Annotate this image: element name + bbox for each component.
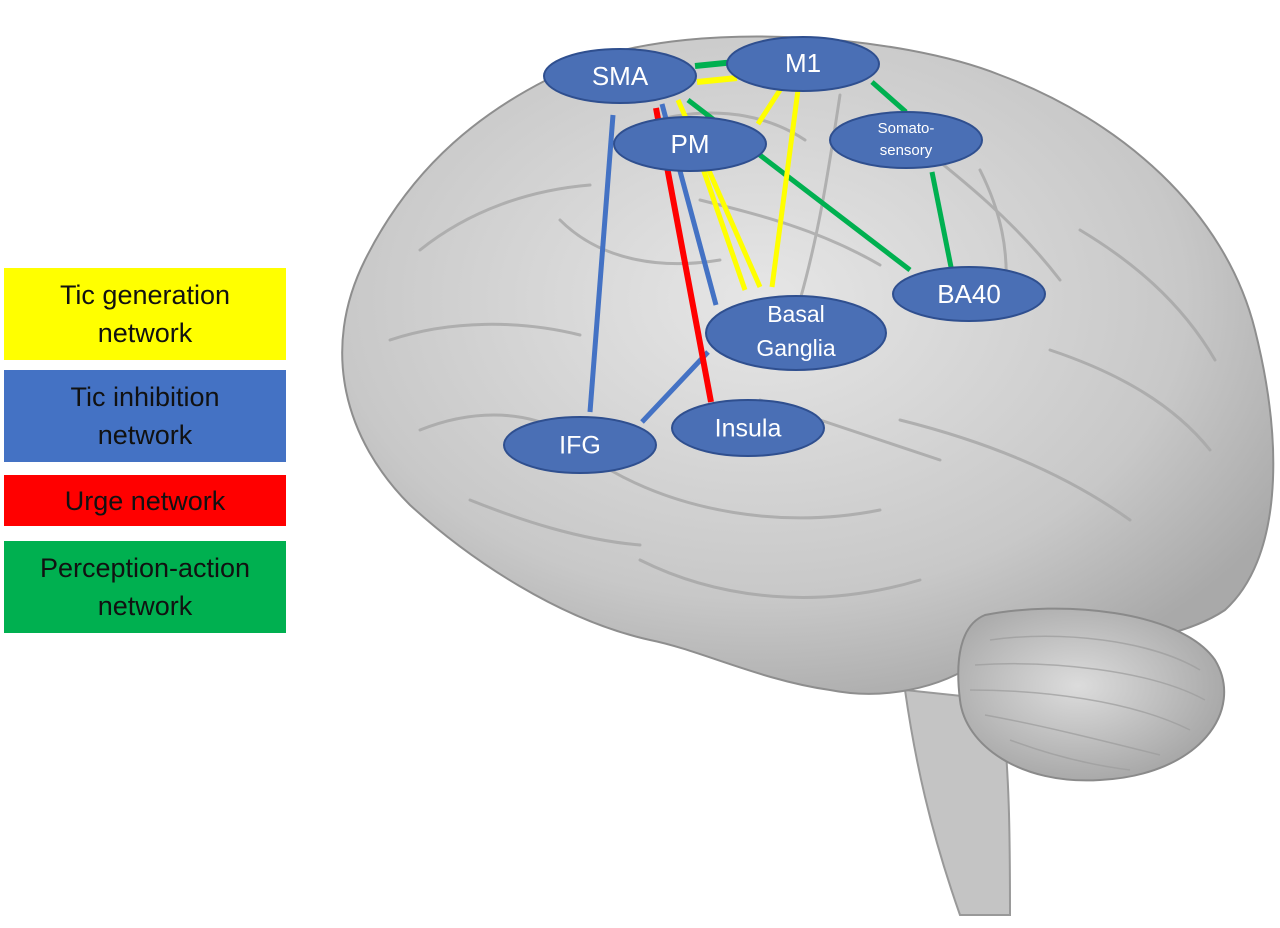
node-somatosensory-label-1: Somato- [878, 120, 935, 137]
legend-tic-generation: Tic generation network [4, 268, 286, 360]
node-insula: Insula [671, 399, 825, 457]
connection-m1-somatosensory-perception [870, 80, 908, 114]
connection-m1-basalganglia-generation-b [769, 89, 801, 288]
node-m1-label: M1 [785, 48, 821, 78]
legend-perception-action: Perception-action network [4, 541, 286, 633]
node-ba40-label: BA40 [937, 279, 1001, 309]
node-somatosensory-label-2: sensory [880, 142, 933, 159]
node-pm: PM [613, 116, 767, 172]
node-somatosensory: Somato- sensory [829, 111, 983, 169]
connection-sma-m1-generation [696, 75, 738, 85]
node-basal-ganglia-label-1: Basal [767, 301, 825, 327]
legend-urge: Urge network [4, 475, 286, 526]
connection-pm-basalganglia-generation [697, 159, 748, 291]
connection-m1-basalganglia-generation-a [755, 88, 783, 126]
node-ba40: BA40 [892, 266, 1046, 322]
node-sma-label: SMA [592, 61, 649, 91]
connection-basalganglia-ifg-inhibition [640, 350, 710, 424]
legend: Tic generation network Tic inhibition ne… [0, 0, 300, 928]
cerebellum [957, 607, 1226, 782]
node-basal-ganglia: Basal Ganglia [705, 295, 887, 371]
legend-tic-inhibition: Tic inhibition network [4, 370, 286, 462]
node-insula-label: Insula [715, 415, 782, 443]
node-ifg: IFG [503, 416, 657, 474]
brain-illustration [341, 35, 1275, 916]
connection-sma-ifg-inhibition [587, 114, 616, 413]
node-pm-label: PM [671, 129, 710, 159]
connection-somatosensory-ba40-perception [929, 171, 955, 273]
network-nodes: SMA M1 PM Somato- sensory BA40 Basal Gan… [503, 36, 1046, 474]
node-m1: M1 [726, 36, 880, 92]
node-ifg-label: IFG [559, 432, 601, 460]
node-basal-ganglia-label-2: Ganglia [756, 335, 835, 361]
node-sma: SMA [543, 48, 697, 104]
